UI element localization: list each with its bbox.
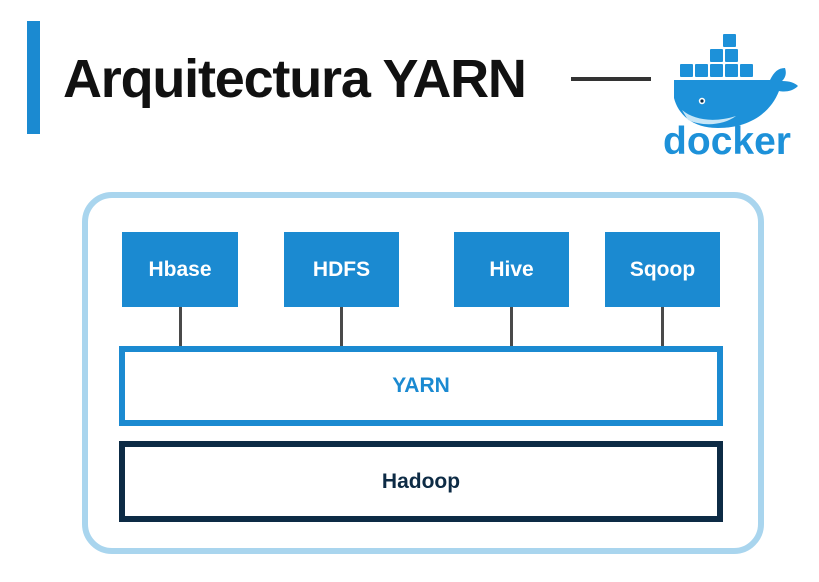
- tool-box-hbase: Hbase: [122, 232, 238, 307]
- docker-wordmark: docker: [663, 120, 791, 160]
- yarn-layer: YARN: [119, 346, 723, 426]
- connector-hbase: [179, 307, 182, 347]
- docker-whale-icon: [674, 34, 798, 128]
- slide-title: Arquitectura YARN: [63, 49, 527, 109]
- tool-box-hive: Hive: [454, 232, 569, 307]
- docker-logo: docker: [663, 34, 798, 160]
- tool-box-hdfs: HDFS: [284, 232, 399, 307]
- connector-sqoop: [661, 307, 664, 347]
- hadoop-layer: Hadoop: [119, 441, 723, 522]
- tool-box-sqoop: Sqoop: [605, 232, 720, 307]
- title-accent-bar: [27, 21, 40, 134]
- connector-hdfs: [340, 307, 343, 347]
- title-dash: [571, 77, 651, 81]
- architecture-frame: [82, 192, 764, 554]
- connector-hive: [510, 307, 513, 347]
